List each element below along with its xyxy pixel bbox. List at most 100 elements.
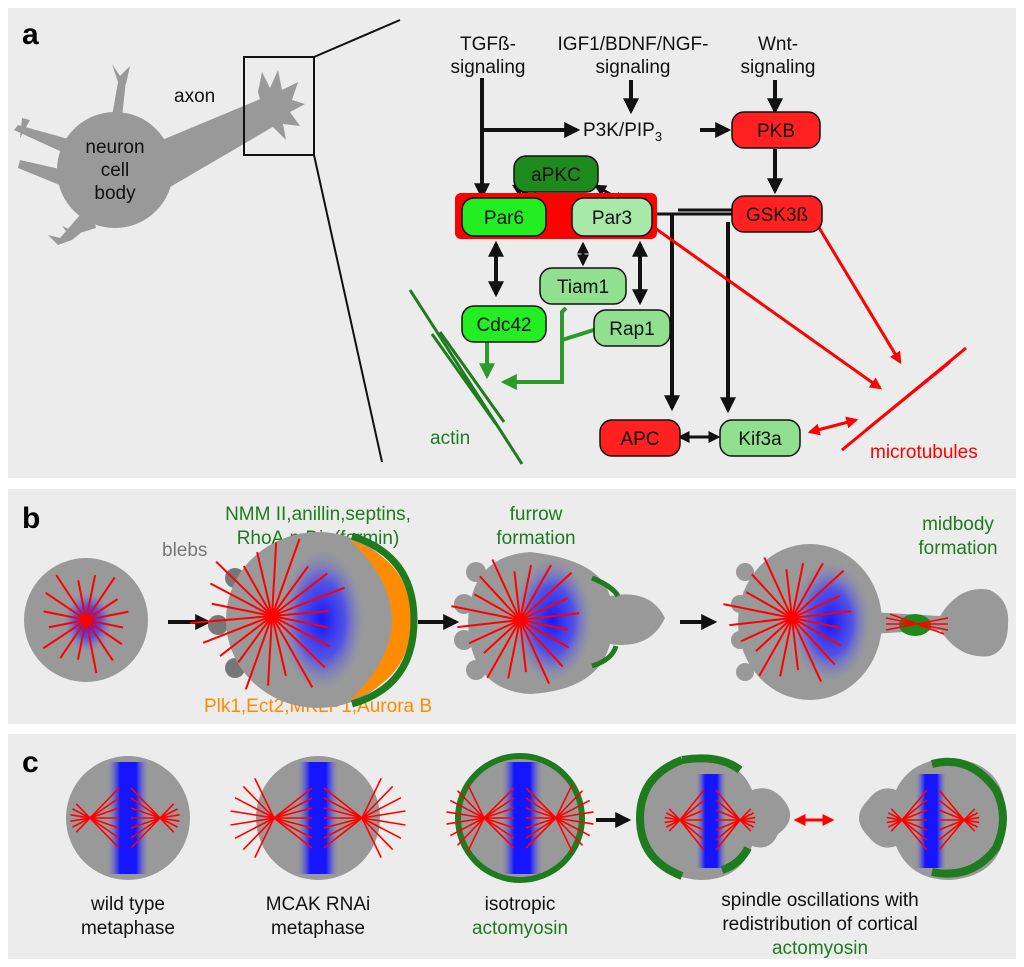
microtubule <box>361 817 394 851</box>
microtubule <box>457 619 521 629</box>
microtubule <box>361 810 406 819</box>
microtubule <box>273 787 313 819</box>
microtubule <box>555 817 591 837</box>
microtubule <box>323 807 363 819</box>
microtubule <box>665 819 681 828</box>
svg-text:Tiam1: Tiam1 <box>557 277 609 298</box>
microtubule <box>723 603 793 619</box>
microtubule <box>938 819 965 831</box>
microtubule <box>715 819 741 841</box>
microtubule <box>785 569 793 619</box>
microtubule <box>507 619 521 679</box>
microtubule <box>887 812 903 821</box>
microtubule <box>242 785 275 819</box>
arrow-gsk-microtubules <box>816 225 902 365</box>
microtubule <box>271 572 328 617</box>
microtubule <box>271 538 301 617</box>
zoom-box <box>243 56 315 156</box>
microtubule <box>865 360 951 432</box>
svg-text:Par6: Par6 <box>484 208 524 229</box>
microtubule <box>473 593 521 621</box>
microtubule <box>42 619 87 650</box>
furrow-label-line2: formation <box>496 528 575 549</box>
mcak-label-line1: MCAK RNAi <box>266 894 371 915</box>
green-proteins-line1: NMM II,anillin,septins, <box>225 504 411 525</box>
microtubule <box>665 812 681 821</box>
microtubule <box>483 619 521 654</box>
microtubule <box>901 799 928 821</box>
microtubule <box>323 817 363 849</box>
microtubule <box>361 817 402 840</box>
microtubule <box>791 595 841 619</box>
p3k-label: P3K/PIP3 <box>583 120 662 144</box>
svg-text:APC: APC <box>620 429 659 450</box>
wild-type-label-line2: metaphase <box>81 918 175 939</box>
panel-b-letter: b <box>22 502 40 535</box>
microtubule <box>519 619 569 631</box>
microtubule <box>130 797 161 819</box>
microtubule <box>89 787 120 819</box>
microtubule <box>202 615 273 644</box>
microtubule <box>85 619 98 674</box>
oscillations-label-line2: redistribution of cortical <box>722 914 917 935</box>
dendrite <box>20 118 30 138</box>
microtubule <box>664 816 681 821</box>
microtubule <box>159 803 175 819</box>
microtubule <box>886 819 903 824</box>
microtubule <box>209 582 273 617</box>
red-arrows <box>651 224 902 436</box>
microtubule <box>48 619 87 629</box>
microtubule <box>271 615 331 648</box>
microtubule <box>745 591 793 619</box>
node-par3: Par3 <box>571 197 653 237</box>
microtubule <box>901 819 928 841</box>
microtubule <box>130 817 161 839</box>
microtubule <box>525 817 557 839</box>
igf-label-line2: signaling <box>596 57 671 78</box>
tgfb-label-line1: TGFß- <box>460 34 516 55</box>
blebs-label: blebs <box>162 540 207 561</box>
microtubule <box>271 615 329 629</box>
microtubule <box>763 557 793 619</box>
microtubule <box>715 819 741 851</box>
microtubule <box>525 787 557 819</box>
microtubule <box>273 807 313 819</box>
microtubule <box>679 819 705 851</box>
node-apc: APC <box>599 419 681 457</box>
microtubule <box>679 819 705 831</box>
microtubule <box>449 817 485 837</box>
microtubule <box>890 819 903 832</box>
cell-b3 <box>451 552 665 694</box>
microtubule <box>234 817 275 840</box>
microtubule <box>72 817 91 828</box>
microtubule <box>679 789 705 821</box>
microtubule <box>963 819 976 832</box>
neuron-illustration <box>14 64 305 245</box>
microtubule <box>89 817 120 829</box>
microtubule <box>483 807 515 819</box>
microtubule <box>446 811 485 819</box>
cell-b4 <box>723 544 1009 700</box>
microtubule <box>555 817 574 853</box>
microtubule <box>242 565 273 617</box>
svg-text:Cdc42: Cdc42 <box>477 315 532 336</box>
node-tiam1: Tiam1 <box>539 267 627 305</box>
microtubule <box>271 565 309 617</box>
microtubule <box>740 617 793 643</box>
arrow-tiam1-actin <box>500 306 568 390</box>
microtubule <box>85 619 124 629</box>
microtubule <box>715 809 741 821</box>
neuron-cell-body <box>57 112 173 228</box>
spindle-aster <box>42 574 129 674</box>
microtubule <box>159 817 178 828</box>
spindle-aster <box>190 538 345 690</box>
microtubule <box>75 817 91 833</box>
midbody-microtubules <box>885 613 949 635</box>
node-par6: Par6 <box>461 197 547 237</box>
wild-type-label-line1: wild type <box>90 894 165 915</box>
microtubule <box>739 808 752 821</box>
microtubule <box>668 808 681 821</box>
microtubule <box>271 542 278 617</box>
microtubule <box>159 817 180 822</box>
zoom-line-top <box>313 19 401 58</box>
